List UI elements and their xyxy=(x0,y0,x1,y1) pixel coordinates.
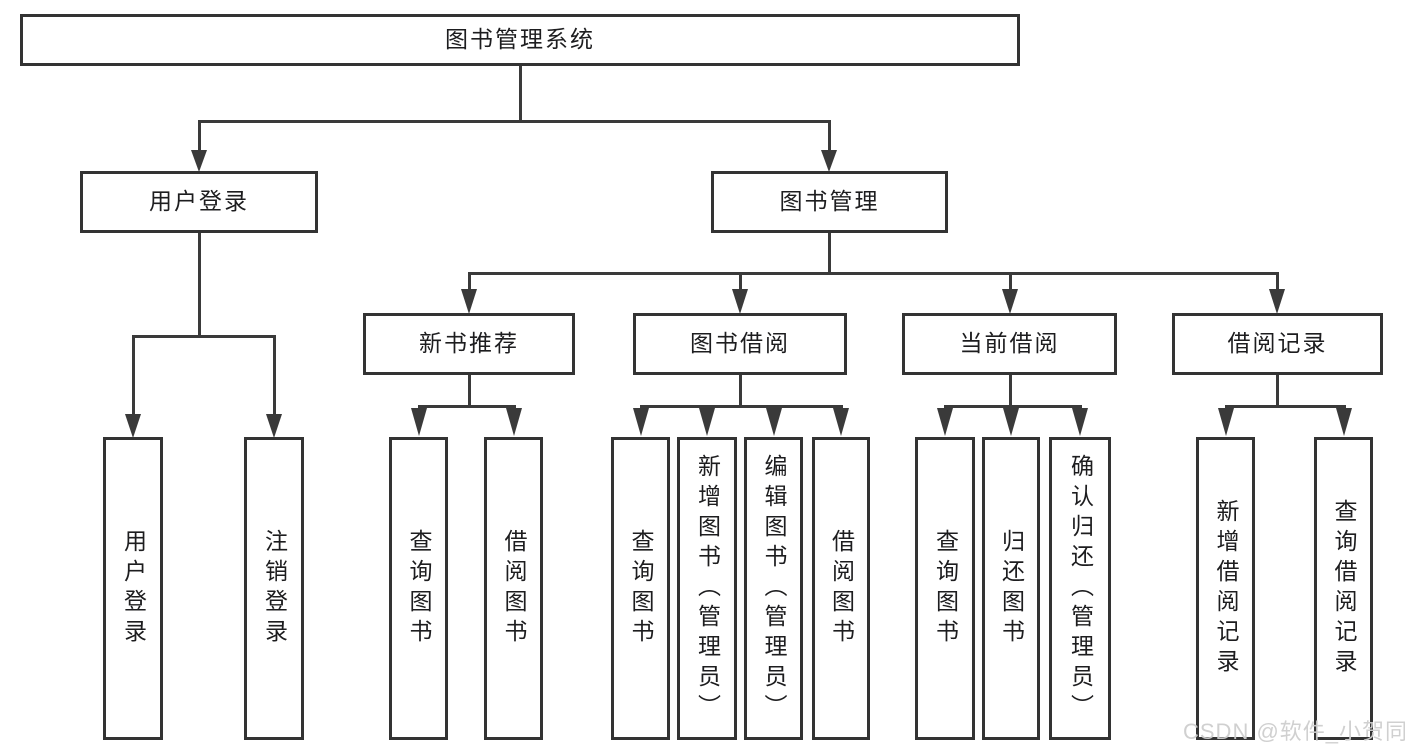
node-leaf-add-borrow-record: 新增借阅记录 xyxy=(1196,437,1255,740)
arrowhead-down-icon xyxy=(633,408,649,436)
arrowhead-down-icon xyxy=(937,408,953,436)
arrowhead-down-icon xyxy=(732,289,748,314)
node-label-leaf-query-books-current: 查询图书 xyxy=(932,528,959,649)
node-leaf-query-books-borrow: 查询图书 xyxy=(611,437,670,740)
node-leaf-query-books-rec: 查询图书 xyxy=(389,437,448,740)
arrowhead-down-icon xyxy=(1072,408,1088,436)
connector-line xyxy=(1275,273,1279,291)
arrowhead-down-icon xyxy=(506,408,522,436)
connector-line xyxy=(272,336,276,416)
node-leaf-borrow-books-2: 借阅图书 xyxy=(812,437,870,740)
node-label-leaf-query-books-rec: 查询图书 xyxy=(406,528,432,649)
node-label-leaf-return-books: 归还图书 xyxy=(998,528,1025,649)
node-label-leaf-edit-book-admin: 编辑图书（管理员） xyxy=(761,453,787,724)
node-borrow-records: 借阅记录 xyxy=(1172,313,1383,375)
node-current-borrow: 当前借阅 xyxy=(902,313,1117,375)
connector-line xyxy=(827,233,831,274)
node-label-book-mgmt: 图书管理 xyxy=(779,188,880,215)
arrowhead-down-icon xyxy=(821,150,837,172)
node-leaf-logout: 注销登录 xyxy=(244,437,304,740)
connector-line xyxy=(738,273,742,291)
arrowhead-down-icon xyxy=(1218,408,1234,436)
connector-line xyxy=(1008,273,1012,291)
connector-line xyxy=(417,404,516,408)
node-leaf-return-books: 归还图书 xyxy=(982,437,1040,740)
node-leaf-add-book-admin: 新增图书（管理员） xyxy=(677,437,737,740)
arrowhead-down-icon xyxy=(1336,408,1352,436)
csdn-watermark: CSDN @软件_小贺同学 xyxy=(1183,719,1405,744)
arrowhead-down-icon xyxy=(766,408,782,436)
connector-line xyxy=(197,119,831,123)
node-leaf-borrow-books-rec: 借阅图书 xyxy=(484,437,543,740)
connector-line xyxy=(131,334,276,338)
arrowhead-down-icon xyxy=(833,408,849,436)
arrowhead-down-icon xyxy=(1003,408,1019,436)
node-leaf-confirm-return-admin: 确认归还（管理员） xyxy=(1049,437,1111,740)
connector-line xyxy=(197,233,201,337)
node-label-leaf-add-borrow-record: 新增借阅记录 xyxy=(1213,498,1239,679)
node-label-leaf-borrow-books-2: 借阅图书 xyxy=(828,528,855,649)
node-user-login: 用户登录 xyxy=(80,171,318,233)
connector-line xyxy=(827,121,831,152)
node-label-new-book-rec: 新书推荐 xyxy=(419,330,519,357)
node-root: 图书管理系统 xyxy=(20,14,1020,66)
connector-line xyxy=(738,375,742,407)
node-new-book-rec: 新书推荐 xyxy=(363,313,575,375)
node-leaf-user-login: 用户登录 xyxy=(103,437,163,740)
node-label-leaf-logout: 注销登录 xyxy=(261,528,288,649)
arrowhead-down-icon xyxy=(1269,289,1285,314)
connector-line xyxy=(131,336,135,416)
node-book-mgmt: 图书管理 xyxy=(711,171,948,233)
connector-line xyxy=(467,375,471,407)
node-label-leaf-query-books-borrow: 查询图书 xyxy=(628,528,654,649)
node-label-leaf-borrow-books-rec: 借阅图书 xyxy=(501,528,527,649)
connector-line xyxy=(1224,404,1346,408)
connector-line xyxy=(197,121,201,152)
node-book-borrow: 图书借阅 xyxy=(633,313,847,375)
connector-line xyxy=(639,404,843,408)
arrowhead-down-icon xyxy=(461,289,477,314)
node-leaf-query-borrow-record: 查询借阅记录 xyxy=(1314,437,1373,740)
node-label-borrow-records: 借阅记录 xyxy=(1227,330,1328,357)
arrowhead-down-icon xyxy=(266,414,282,438)
arrowhead-down-icon xyxy=(1002,289,1018,314)
arrowhead-down-icon xyxy=(411,408,427,436)
node-label-leaf-add-book-admin: 新增图书（管理员） xyxy=(694,453,721,724)
connector-line xyxy=(518,66,522,122)
connector-line xyxy=(1008,375,1012,407)
node-label-root: 图书管理系统 xyxy=(445,26,595,53)
node-label-leaf-user-login: 用户登录 xyxy=(120,528,147,649)
connector-line xyxy=(1275,375,1279,407)
arrowhead-down-icon xyxy=(125,414,141,438)
node-label-current-borrow: 当前借阅 xyxy=(959,330,1060,357)
arrowhead-down-icon xyxy=(699,408,715,436)
node-label-book-borrow: 图书借阅 xyxy=(690,330,790,357)
connector-line xyxy=(467,271,1279,275)
node-leaf-query-books-current: 查询图书 xyxy=(915,437,975,740)
node-label-leaf-confirm-return-admin: 确认归还（管理员） xyxy=(1067,453,1094,724)
node-leaf-edit-book-admin: 编辑图书（管理员） xyxy=(744,437,803,740)
connector-line xyxy=(467,273,471,291)
node-label-user-login: 用户登录 xyxy=(149,188,249,215)
arrowhead-down-icon xyxy=(191,150,207,172)
connector-line xyxy=(943,404,1082,408)
node-label-leaf-query-borrow-record: 查询借阅记录 xyxy=(1331,498,1357,679)
